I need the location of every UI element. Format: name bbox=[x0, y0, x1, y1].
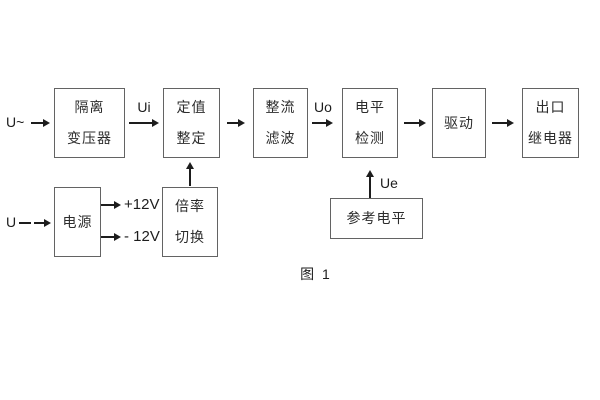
block-reference-line1: 参考电平 bbox=[346, 210, 407, 226]
arrow-ac-to-isolation bbox=[31, 119, 50, 126]
signal-ui-label: Ui bbox=[137, 99, 151, 115]
block-output-relay: 出口 继电器 bbox=[522, 88, 579, 158]
block-isolation-line1: 隔离 bbox=[74, 99, 105, 115]
block-relay-line2: 继电器 bbox=[528, 130, 573, 146]
dc-minus-dash bbox=[19, 222, 31, 224]
block-power-supply: 电源 bbox=[54, 187, 101, 257]
arrow-power-neg-rail bbox=[101, 233, 121, 240]
arrow-power-pos-rail bbox=[101, 201, 121, 208]
signal-uo-label: Uo bbox=[314, 99, 332, 115]
block-isolation-transformer: 隔离 变压器 bbox=[54, 88, 125, 158]
arrow-setting-to-rectify bbox=[227, 119, 245, 126]
block-level-line1: 电平 bbox=[355, 99, 385, 115]
arrow-level-to-drive bbox=[404, 119, 426, 126]
block-ratio-switch: 倍率 切换 bbox=[162, 187, 218, 257]
block-ratio-line1: 倍率 bbox=[175, 198, 205, 214]
signal-ue-label: Ue bbox=[380, 175, 398, 191]
block-reference-level: 参考电平 bbox=[330, 198, 423, 239]
input-ac-label: U~ bbox=[6, 114, 25, 130]
block-rectify-line1: 整流 bbox=[265, 99, 296, 115]
block-level-line2: 检测 bbox=[355, 130, 385, 146]
arrow-ratio-to-setting bbox=[186, 162, 193, 186]
block-isolation-line2: 变压器 bbox=[67, 130, 112, 146]
block-setting-line2: 整定 bbox=[176, 130, 207, 146]
block-ratio-line2: 切换 bbox=[175, 229, 205, 245]
arrow-dc-to-power bbox=[34, 219, 51, 226]
arrow-isolation-to-setting bbox=[129, 119, 159, 126]
block-power-line1: 电源 bbox=[62, 213, 93, 230]
arrow-rectify-to-level bbox=[312, 119, 333, 126]
arrow-reference-to-level bbox=[366, 170, 373, 198]
input-dc-label: U bbox=[6, 214, 17, 230]
block-rectify-filter: 整流 滤波 bbox=[253, 88, 308, 158]
rail-pos-label: +12V bbox=[124, 196, 160, 213]
block-level-detect: 电平 检测 bbox=[342, 88, 398, 158]
block-drive-line1: 驱动 bbox=[444, 114, 474, 131]
block-setting-line1: 定值 bbox=[176, 99, 207, 115]
block-drive: 驱动 bbox=[432, 88, 486, 158]
figure-caption: 图 1 bbox=[300, 266, 332, 282]
block-relay-line1: 出口 bbox=[535, 99, 566, 115]
block-value-setting: 定值 整定 bbox=[163, 88, 220, 158]
arrow-drive-to-relay bbox=[492, 119, 514, 126]
block-rectify-line2: 滤波 bbox=[265, 130, 296, 146]
rail-neg-label: - 12V bbox=[124, 228, 160, 245]
